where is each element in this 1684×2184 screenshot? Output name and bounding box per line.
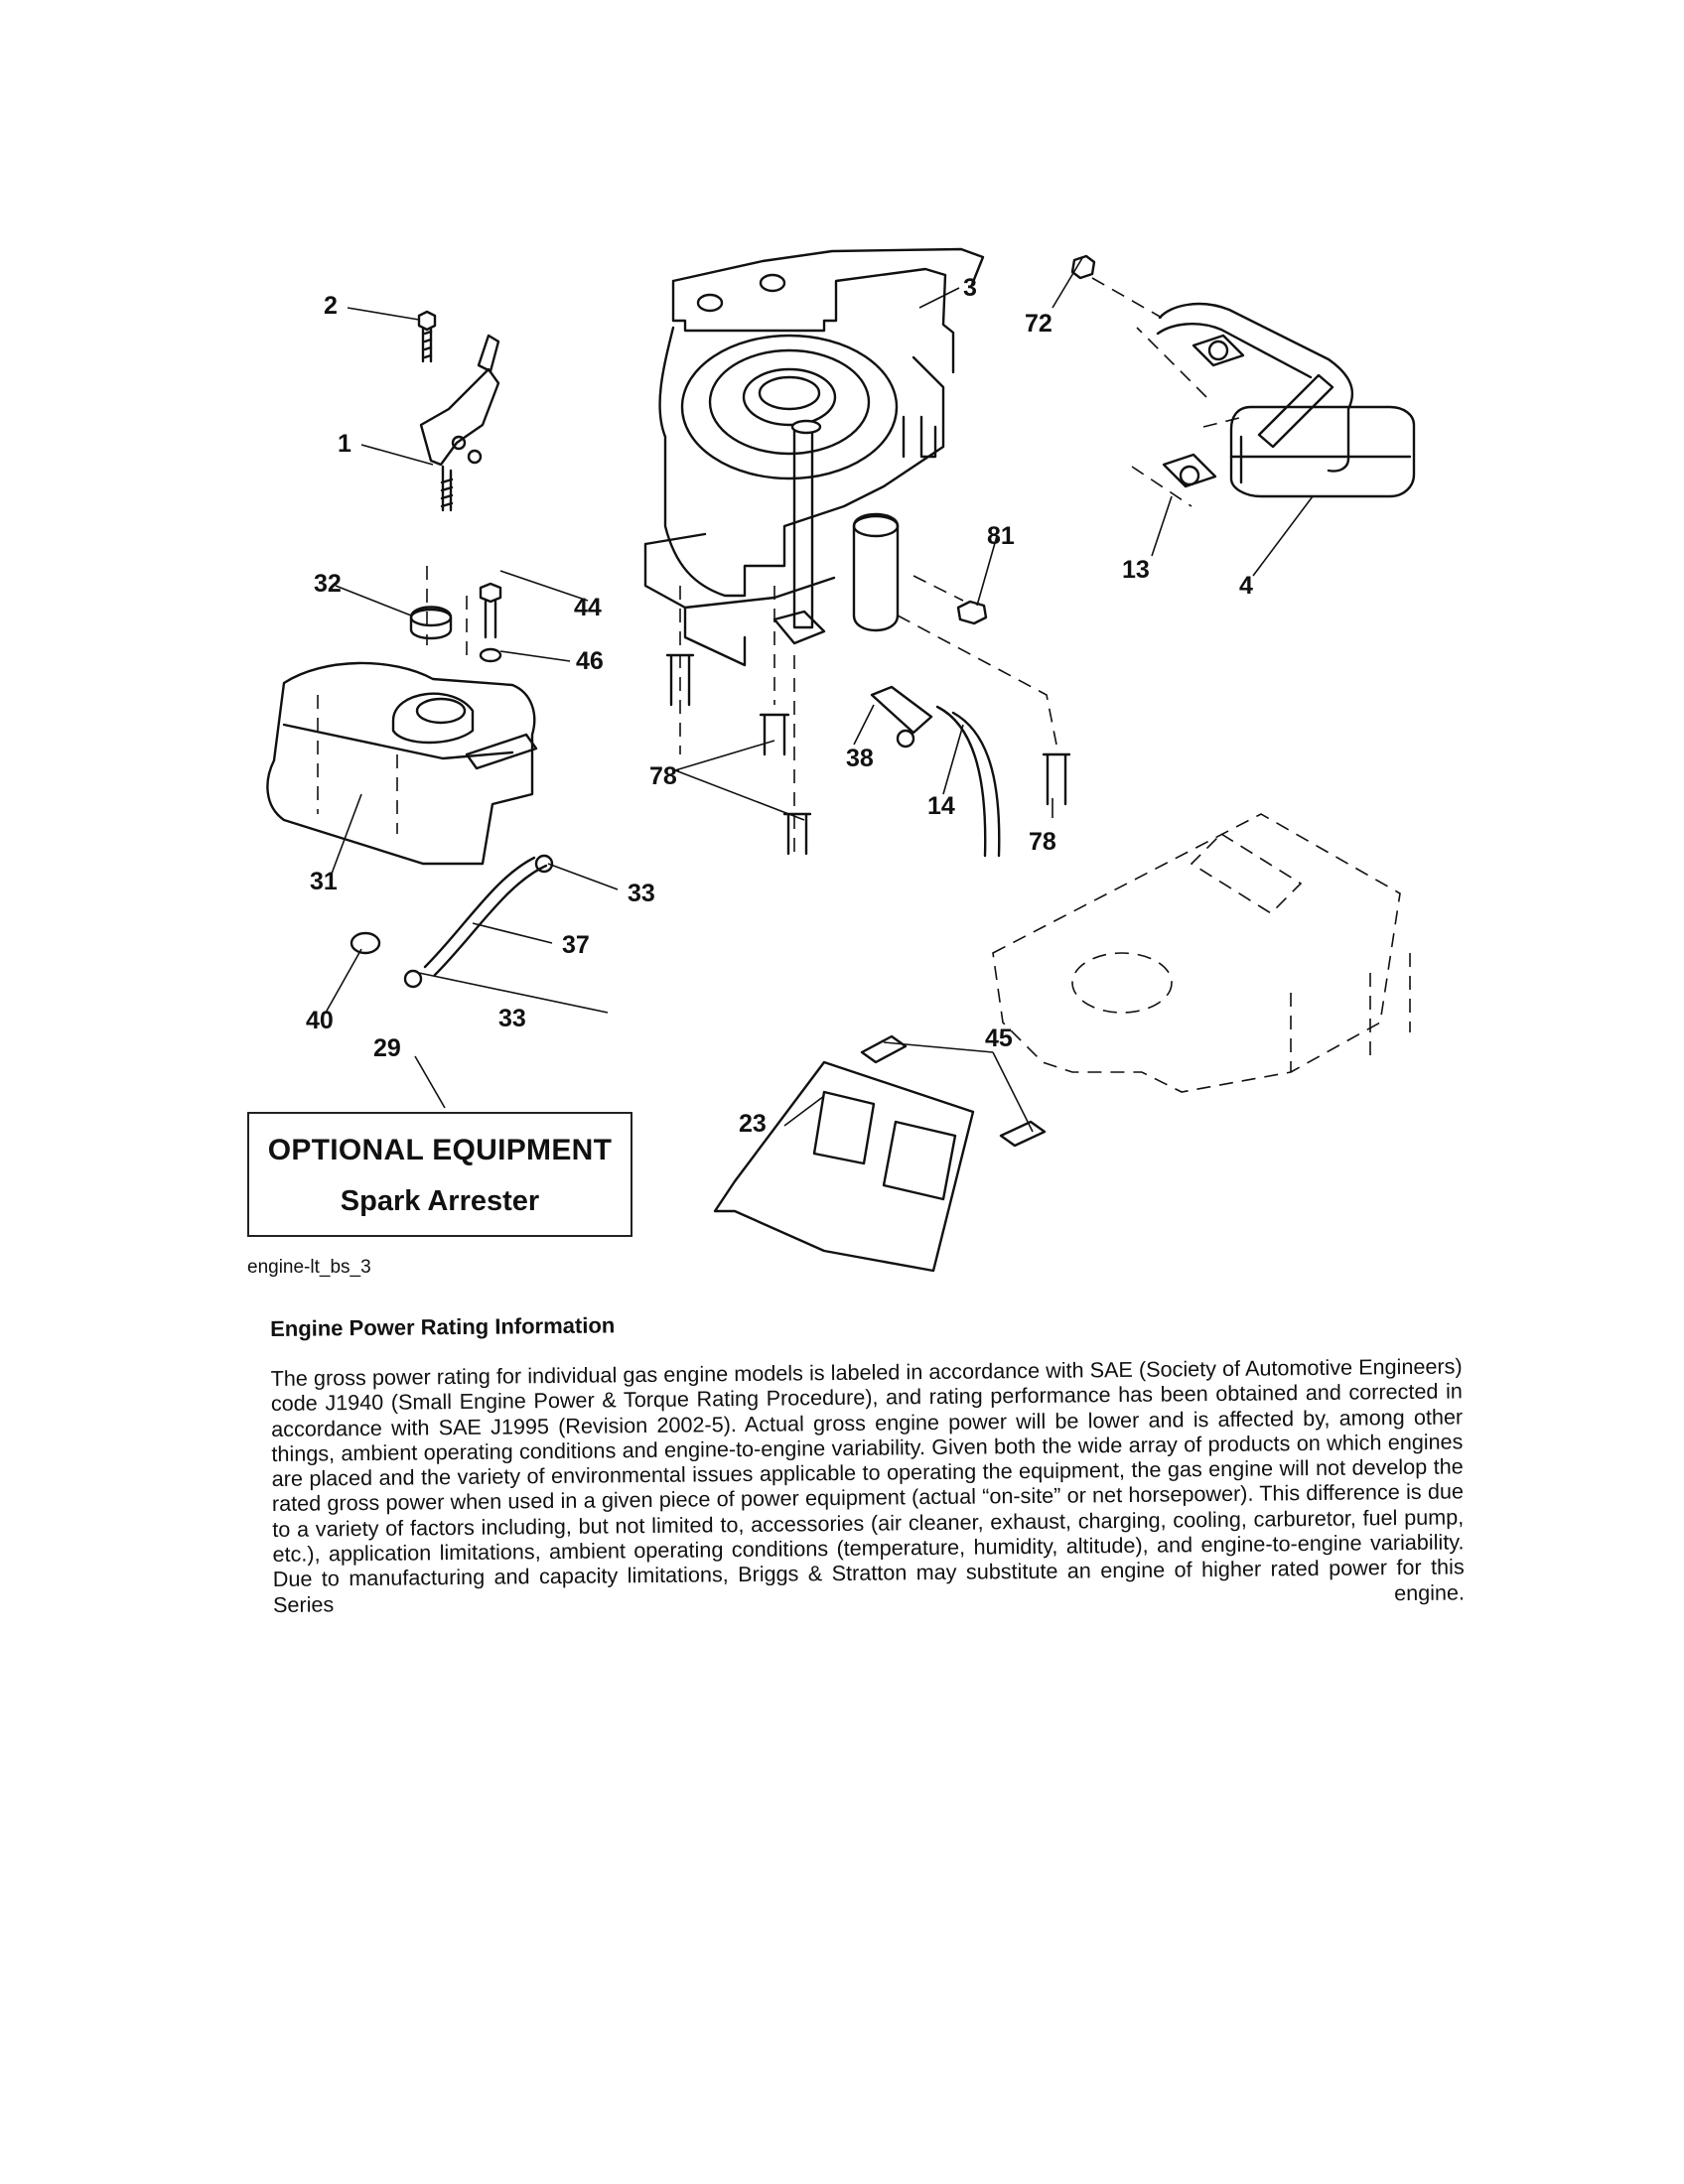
optional-equipment-item: Spark Arrester [340, 1185, 540, 1217]
callout-13: 13 [1122, 556, 1150, 584]
callout-78b: 78 [1029, 828, 1056, 856]
callout-45: 45 [985, 1024, 1013, 1052]
callout-46: 46 [576, 647, 604, 675]
heat-shield-part [713, 1034, 1047, 1273]
muffler-part [1070, 254, 1416, 498]
callout-31: 31 [310, 868, 338, 895]
leader-lines [325, 257, 1314, 1133]
mounting-frame [992, 813, 1411, 1093]
callout-labels: 1 2 3 4 13 14 23 29 31 32 33 33 37 38 40… [306, 274, 1253, 1138]
callout-72: 72 [1025, 310, 1052, 338]
callout-1: 1 [338, 430, 351, 458]
figure-id: engine-lt_bs_3 [247, 1257, 371, 1278]
hose-part [665, 653, 1071, 858]
power-rating-section: Engine Power Rating Information The gros… [270, 1303, 1465, 1617]
throttle-control-part [417, 310, 500, 512]
callout-33a: 33 [628, 880, 655, 907]
callout-44: 44 [574, 594, 602, 621]
callout-40: 40 [306, 1007, 334, 1034]
callout-29: 29 [373, 1034, 401, 1062]
callout-32: 32 [314, 570, 342, 598]
optional-equipment-title: OPTIONAL EQUIPMENT [267, 1134, 613, 1166]
callout-4: 4 [1239, 572, 1253, 600]
fuel-line-part [350, 854, 554, 989]
engine-parts-diagram: 1 2 3 4 13 14 23 29 31 32 33 33 37 38 40… [266, 247, 1416, 1273]
callout-38: 38 [846, 745, 874, 772]
assembly-lines [426, 277, 1244, 854]
callout-33b: 33 [498, 1005, 526, 1032]
section-body: The gross power rating for individual ga… [270, 1353, 1466, 1617]
optional-equipment-box: OPTIONAL EQUIPMENT Spark Arrester [247, 1112, 632, 1237]
callout-2: 2 [324, 292, 338, 320]
callout-3: 3 [963, 274, 977, 302]
engine-part [643, 247, 985, 667]
callout-14: 14 [927, 792, 955, 820]
callout-37: 37 [562, 931, 590, 959]
nut-part [956, 600, 988, 625]
fuel-tank-part [266, 582, 538, 866]
callout-23: 23 [739, 1110, 767, 1138]
callout-78a: 78 [649, 762, 677, 790]
callout-81: 81 [987, 522, 1015, 550]
